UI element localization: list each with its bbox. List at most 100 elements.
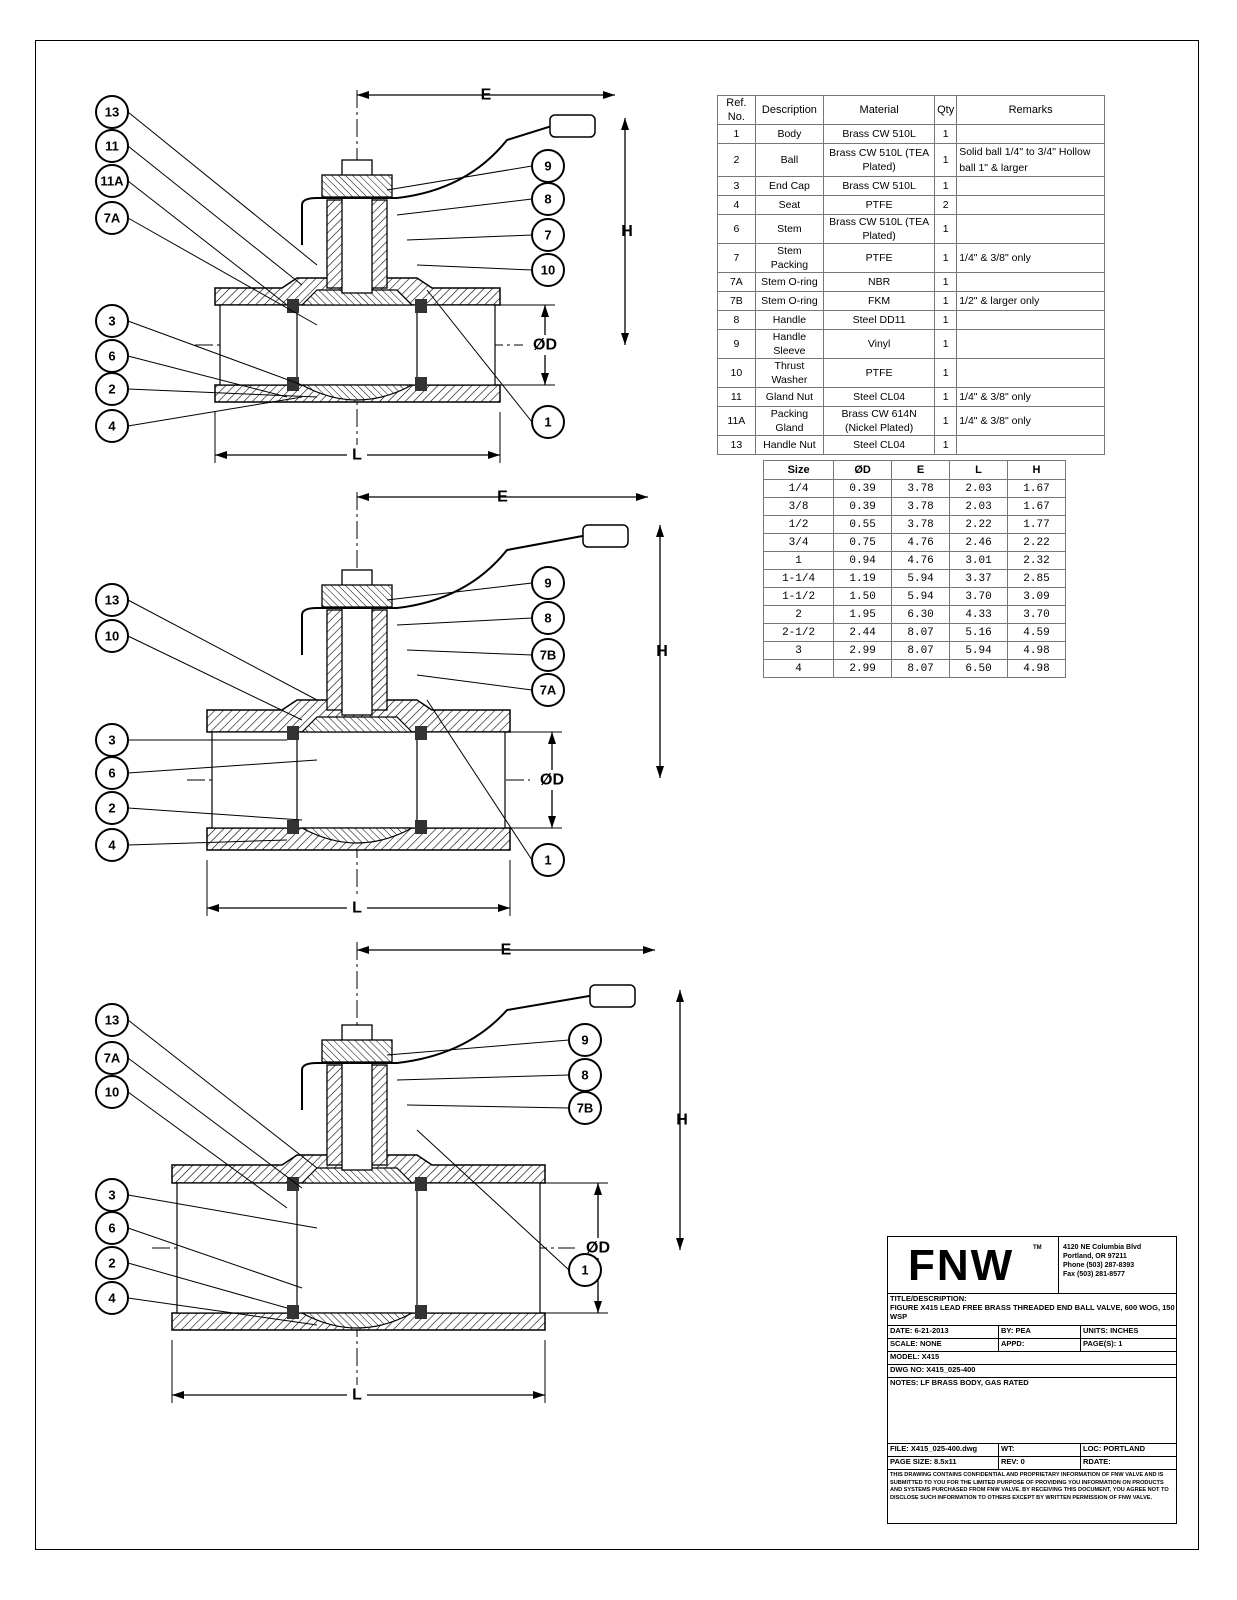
callout-bubble [95,164,129,198]
dimension-cell: 1.77 [1007,515,1066,534]
parts-cell-desc: Stem O-ring [754,291,825,311]
callout-bubble [95,1041,129,1075]
callout-3: 3 [108,314,115,329]
parts-cell-ref: 2 [717,143,756,177]
parts-cell-rem [956,124,1105,144]
col-qty: Qty [934,95,958,125]
callout-bubble [95,791,129,825]
callout-10: 10 [105,1085,119,1100]
dimension-cell: 1-1/2 [762,587,835,606]
dimension-cell: 3 [762,641,835,660]
parts-cell-mat: Vinyl [823,329,936,359]
callout-bubble [95,95,129,129]
parts-cell-ref: 7 [717,243,756,273]
dimension-cell: 4.76 [891,551,951,570]
col-h: H [1007,460,1066,480]
parts-cell-desc: Thrust Washer [754,358,825,388]
callout-7A: 7A [540,683,557,698]
parts-cell-qty: 1 [934,272,958,292]
callout-bubble [568,1091,602,1125]
dimension-cell: 2.99 [833,641,893,660]
parts-cell-desc: Handle [754,310,825,330]
dimension-cell: 8.07 [891,623,951,642]
parts-cell-mat: Brass CW 510L (TEA Plated) [823,143,936,177]
parts-cell-qty: 1 [934,406,958,436]
callout-bubble [95,828,129,862]
parts-cell-desc: Handle Sleeve [754,329,825,359]
dimension-cell: 0.39 [833,479,893,498]
callout-6: 6 [108,349,115,364]
drawing-title: FIGURE X415 LEAD FREE BRASS THREADED END… [890,1303,1175,1321]
dimension-cell: 1.19 [833,569,893,588]
callout-bubble [95,409,129,443]
dimension-cell: 4.76 [891,533,951,552]
parts-cell-ref: 4 [717,195,756,215]
callout-bubble [531,405,565,439]
callout-8: 8 [544,611,551,626]
parts-cell-desc: Body [754,124,825,144]
by-field: BY: PEA [998,1326,1031,1339]
parts-cell-qty: 1 [934,243,958,273]
dimension-cell: 5.16 [949,623,1009,642]
parts-cell-ref: 10 [717,358,756,388]
col-size: Size [762,460,835,480]
parts-cell-ref: 7B [717,291,756,311]
parts-table: Ref. No. Description Material Qty Remark… [717,95,1105,455]
parts-cell-rem [956,435,1105,455]
parts-cell-rem: 1/2" & larger only [956,291,1105,311]
col-e: E [891,460,951,480]
parts-cell-rem [956,358,1105,388]
dimension-cell: 2.85 [1007,569,1066,588]
dimension-h-label: H [676,1112,688,1129]
callout-bubble [95,1281,129,1315]
parts-cell-rem: 1/4" & 3/8" only [956,243,1105,273]
dimension-cell: 3.37 [949,569,1009,588]
callout-2: 2 [108,382,115,397]
parts-cell-ref: 1 [717,124,756,144]
dimension-cell: 2-1/2 [762,623,835,642]
callout-bubble [531,566,565,600]
dimension-cell: 3.09 [1007,587,1066,606]
dimension-h-label: H [621,223,633,240]
model-field: MODEL: X415 [890,1352,940,1361]
callout-7A: 7A [104,211,121,226]
dimension-h-label: H [656,643,668,660]
parts-cell-rem [956,272,1105,292]
dimension-cell: 4.98 [1007,659,1066,678]
dimension-cell: 3.78 [891,515,951,534]
callout-6: 6 [108,1221,115,1236]
callout-bubble [95,1246,129,1280]
callout-1: 1 [544,415,551,430]
dimension-cell: 3.70 [1007,605,1066,624]
parts-cell-ref: 3 [717,176,756,196]
page-field: PAGE(S): 1 [1080,1339,1122,1352]
callout-9: 9 [581,1033,588,1048]
parts-cell-rem [956,176,1105,196]
parts-cell-ref: 11 [717,387,756,407]
callout-bubble [531,673,565,707]
callout-bubble [531,253,565,287]
dimension-cell: 1/2 [762,515,835,534]
callout-1: 1 [544,853,551,868]
callout-9: 9 [544,159,551,174]
parts-table-header: Ref. No. Description Material Qty Remark… [717,95,1105,125]
dimension-cell: 1 [762,551,835,570]
dimension-cell: 2.22 [949,515,1009,534]
file-field: FILE: X415_025-400.dwg [890,1444,978,1453]
drawing-border [35,40,1199,1550]
callout-bubble [95,583,129,617]
callout-bubble [95,201,129,235]
parts-cell-rem [956,195,1105,215]
parts-cell-desc: Handle Nut [754,435,825,455]
callout-bubble [531,218,565,252]
callout-2: 2 [108,1256,115,1271]
parts-cell-ref: 13 [717,435,756,455]
